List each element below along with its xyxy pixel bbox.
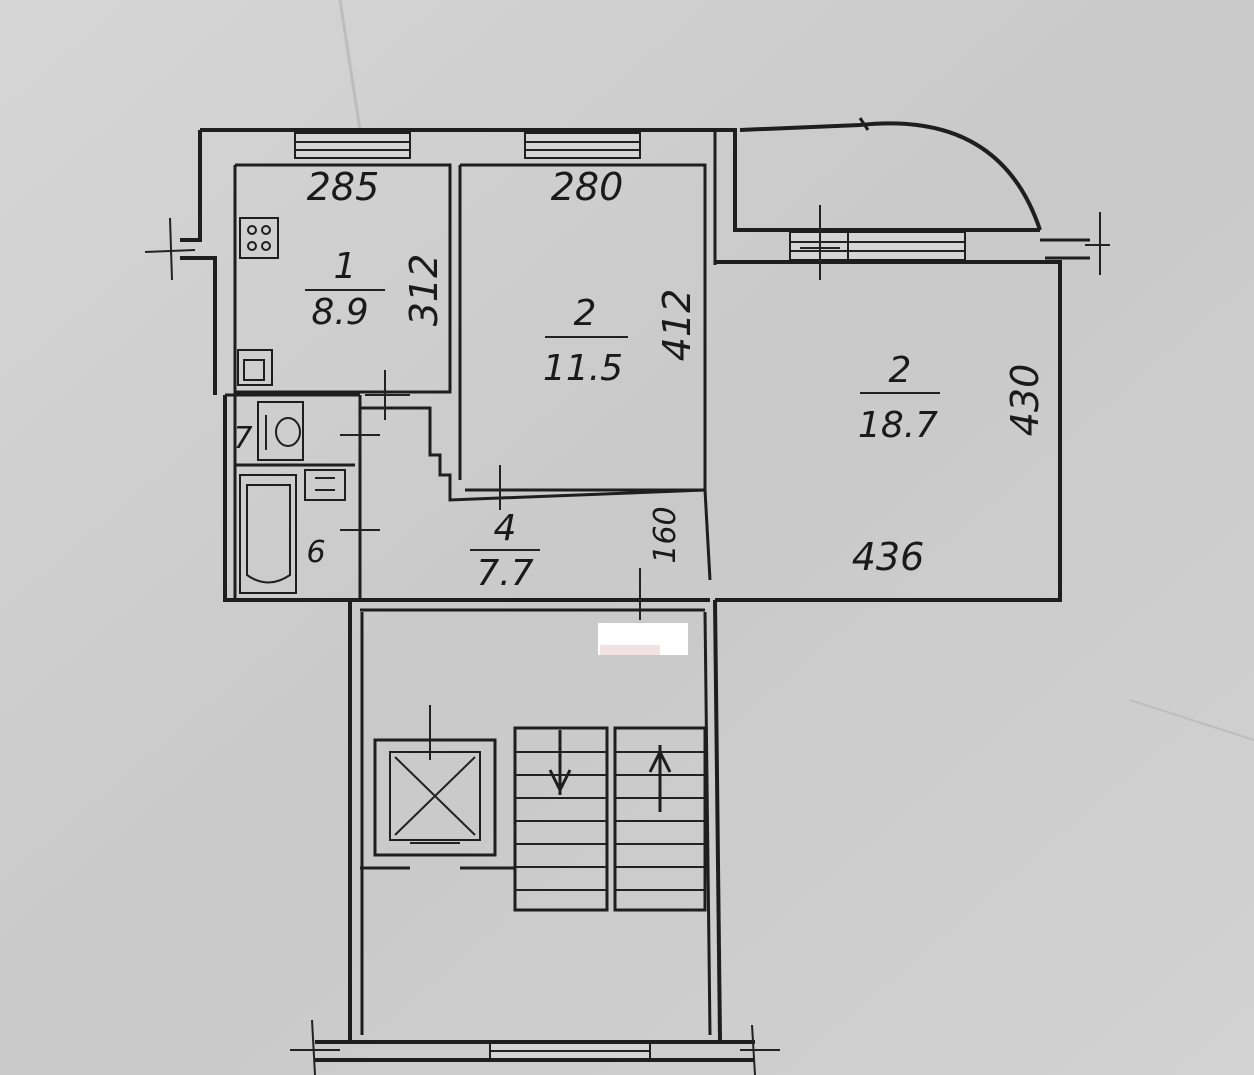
hall-number: 4 xyxy=(494,508,517,549)
bathtub-icon xyxy=(239,474,297,594)
kitchen-length: 312 xyxy=(402,254,446,327)
room-middle-width: 280 xyxy=(551,165,624,209)
room-large-width: 436 xyxy=(852,535,925,579)
kitchen-area: 8.9 xyxy=(311,292,368,333)
room-large-number: 2 xyxy=(889,350,912,391)
redaction-smudge xyxy=(600,645,660,655)
hall-length: 160 xyxy=(648,506,683,563)
hall-area: 7.7 xyxy=(476,553,533,594)
windows xyxy=(294,132,966,1060)
stair-down-arrow-icon xyxy=(548,730,572,795)
room-large-area: 18.7 xyxy=(858,405,938,446)
room-middle-area: 11.5 xyxy=(543,348,623,389)
outer-walls xyxy=(180,117,1090,1062)
kitchen-width: 285 xyxy=(307,165,380,209)
washbasin-icon xyxy=(304,469,346,501)
toilet-number: 7 xyxy=(233,421,252,456)
elevator-icon xyxy=(360,738,515,870)
room-middle-length: 412 xyxy=(655,289,699,362)
paper-fold xyxy=(338,0,362,131)
kitchen-number: 1 xyxy=(334,246,357,287)
bathroom-number: 6 xyxy=(306,535,325,570)
stair-up-arrow-icon xyxy=(648,745,672,812)
stove-icon xyxy=(239,217,279,259)
room-middle-number: 2 xyxy=(574,293,597,334)
room-large-length: 430 xyxy=(1003,364,1047,437)
section-marks xyxy=(144,205,1110,1075)
toilet-icon xyxy=(257,401,304,461)
sink-icon xyxy=(237,349,273,386)
paper-fold xyxy=(1129,699,1254,741)
